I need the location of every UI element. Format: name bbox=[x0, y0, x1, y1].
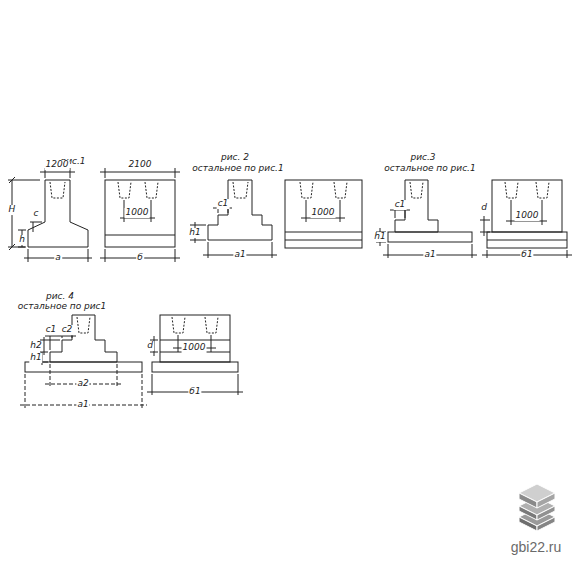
dimension-label: 1000 bbox=[125, 208, 150, 218]
dimension-label: h bbox=[18, 235, 26, 245]
dimension-label: c1 bbox=[217, 199, 230, 209]
dimension-label: б bbox=[136, 253, 144, 263]
dimension-label: a1 bbox=[423, 250, 436, 260]
dimension-label: 1000 bbox=[311, 208, 336, 218]
dimension-label: h1 bbox=[188, 228, 201, 238]
dimension-label: h1 bbox=[373, 232, 386, 242]
dimension-label: c2 bbox=[61, 325, 74, 335]
dimension-label: c1 bbox=[45, 325, 58, 335]
dimension-label: остальное по рис1 bbox=[17, 302, 108, 312]
dimension-label: рис. 4 bbox=[45, 292, 75, 302]
watermark: gbi22.ru bbox=[510, 540, 563, 555]
dimension-label: d bbox=[146, 341, 154, 351]
dimension-label: рис.3 bbox=[409, 153, 436, 163]
dimension-label: h1 bbox=[29, 353, 42, 363]
dimension-label: 1000 bbox=[515, 211, 540, 221]
dimension-label: h2 bbox=[29, 341, 42, 351]
dimension-label: a1 bbox=[233, 250, 246, 260]
dimension-label: a1 bbox=[76, 400, 89, 410]
dimension-label: 2100 bbox=[128, 160, 153, 170]
dimension-label: 1000 bbox=[182, 343, 207, 353]
dimension-label: H bbox=[8, 205, 17, 215]
dimension-label: остальное по рис.1 bbox=[383, 164, 476, 174]
dimension-label: c bbox=[33, 209, 40, 219]
dimension-label: б1 bbox=[188, 387, 201, 397]
dimension-label: б1 bbox=[520, 250, 533, 260]
dimension-label: a2 bbox=[76, 379, 89, 389]
dimension-label: рис. 2 bbox=[220, 153, 250, 163]
dimension-label: d bbox=[480, 203, 488, 213]
logo-icon bbox=[519, 484, 555, 531]
dimension-label: c1 bbox=[394, 200, 407, 210]
dimension-label: остальное по рис.1 bbox=[191, 164, 284, 174]
dimension-label: 1200 bbox=[45, 160, 70, 170]
dimension-label: a bbox=[54, 253, 62, 263]
